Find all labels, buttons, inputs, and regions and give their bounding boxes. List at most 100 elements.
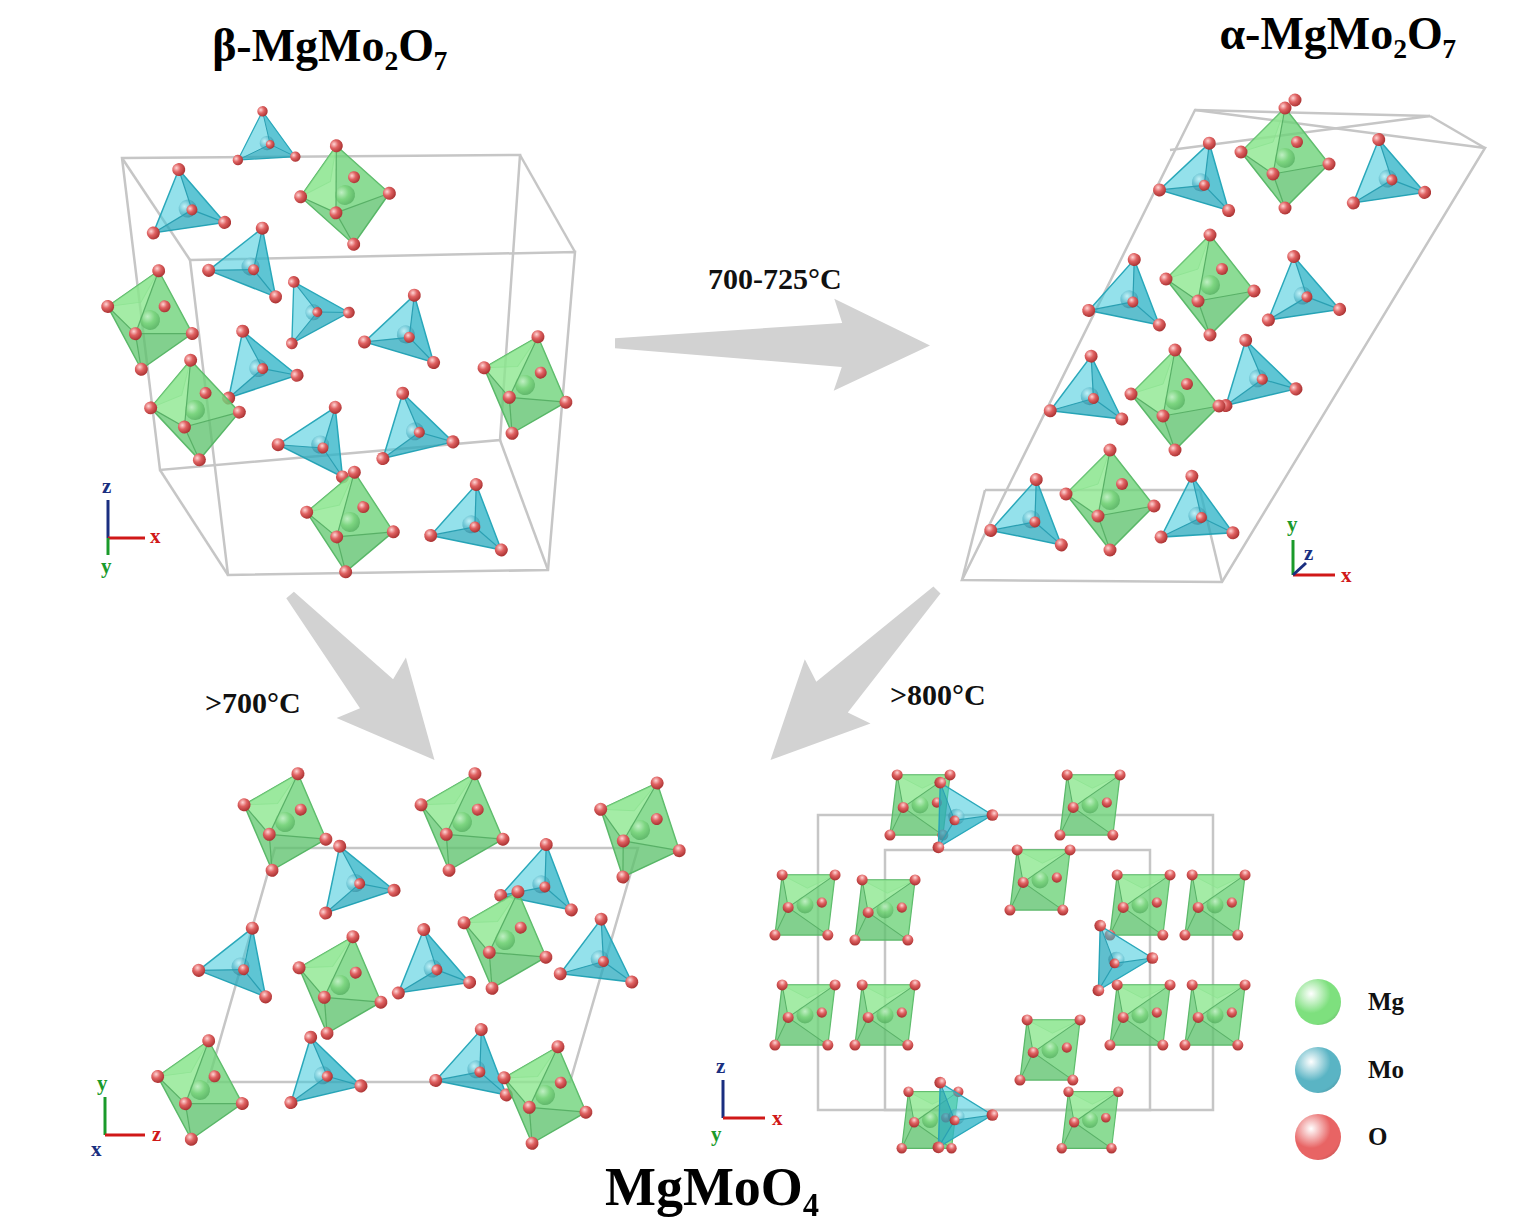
structure-shape xyxy=(295,461,405,582)
legend-swatch xyxy=(1295,1047,1341,1093)
transition-arrow xyxy=(771,587,941,761)
structure-shape xyxy=(140,1026,259,1155)
structure-shape xyxy=(1151,126,1252,219)
phase-title: MgMoO₄ xyxy=(605,1156,819,1218)
axis-label: y xyxy=(97,1073,108,1094)
structure-shape xyxy=(1251,243,1347,330)
temperature-label: >700°C xyxy=(205,686,301,721)
structure-panel: MgMoO₄ xyxy=(150,760,1270,1228)
structure-shape xyxy=(200,208,305,306)
structure-shape xyxy=(933,777,999,854)
structure-shape xyxy=(976,816,1105,945)
structure-shape xyxy=(1043,346,1134,426)
structure-shape xyxy=(462,317,589,452)
structure-shape xyxy=(298,826,403,924)
structure-shape xyxy=(190,908,295,1006)
legend-label: Mg xyxy=(1368,989,1404,1014)
structure-shape xyxy=(553,909,644,989)
structure-shape xyxy=(741,951,870,1080)
structure-shape xyxy=(1081,246,1177,333)
mgmoo4-structure-a xyxy=(140,754,706,1162)
beta-structure xyxy=(90,103,588,583)
structure-shape xyxy=(962,490,985,580)
structure-shape xyxy=(573,760,707,901)
mgmoo4-structure-b xyxy=(741,741,1280,1181)
structure-shape xyxy=(722,1080,725,1118)
structure-shape xyxy=(285,131,404,260)
transition-arrow xyxy=(286,592,434,760)
axis-label: z xyxy=(102,476,111,497)
structure-shape xyxy=(1293,563,1306,575)
legend-label: Mo xyxy=(1368,1057,1404,1082)
structure-shape xyxy=(423,471,519,558)
structure-shape xyxy=(821,951,950,1080)
structure-shape xyxy=(1292,540,1295,575)
structure-shape xyxy=(222,754,349,889)
structure-shape xyxy=(136,156,232,243)
oxygen-atom xyxy=(1289,94,1302,107)
transition-arrow xyxy=(615,299,930,391)
structure-shape xyxy=(140,349,250,470)
axis-label: z xyxy=(1304,543,1313,564)
structure-shape xyxy=(160,470,228,575)
structure-shape xyxy=(741,841,870,970)
structure-shape xyxy=(1293,574,1335,577)
structure-shape xyxy=(1336,126,1432,213)
axis-label: x xyxy=(150,526,161,547)
structure-shape xyxy=(1060,444,1161,557)
structure-panel: α-MgMo₂O₇ xyxy=(930,5,1510,590)
alpha-unit-cell xyxy=(962,110,1485,582)
structure-shape xyxy=(1160,229,1261,342)
structure-shape xyxy=(268,1020,369,1113)
structure-shape xyxy=(1195,110,1430,116)
structure-shape xyxy=(356,278,457,371)
structure-shape xyxy=(520,155,575,252)
structure-shape xyxy=(1149,466,1240,546)
axis-triads xyxy=(105,500,1335,1135)
structure-shape xyxy=(228,103,301,167)
alpha-structure xyxy=(983,94,1432,557)
structure-shape xyxy=(399,754,526,889)
axis-label: y xyxy=(711,1124,722,1145)
structure-shape xyxy=(104,1097,107,1135)
structure-shape xyxy=(1125,344,1226,457)
structure-shape xyxy=(108,537,145,540)
structure-shape xyxy=(933,1077,999,1154)
axis-label: y xyxy=(1287,514,1298,535)
structure-shape xyxy=(107,538,110,555)
axis-label: y xyxy=(101,556,112,577)
structure-shape xyxy=(258,258,357,353)
mgmoo4-cell-b xyxy=(818,815,1213,1110)
structure-shape xyxy=(482,1027,609,1162)
structure-shape xyxy=(1235,102,1336,215)
structure-panel: β-MgMo₂O₇ xyxy=(85,15,615,595)
axis-label: z xyxy=(152,1124,161,1145)
structure-shape xyxy=(962,110,1485,582)
structure-shape xyxy=(360,376,461,469)
axis-label: x xyxy=(1341,565,1352,586)
phase-title: β-MgMo₂O₇ xyxy=(212,20,448,73)
structure-shape xyxy=(1029,1059,1150,1180)
structure-shape xyxy=(105,1134,145,1137)
temperature-label: >800°C xyxy=(890,678,986,713)
structure-shape xyxy=(983,466,1079,553)
legend-swatch xyxy=(1295,979,1341,1025)
phase-title: α-MgMo₂O₇ xyxy=(1219,8,1456,61)
structure-shape xyxy=(277,917,404,1052)
legend-swatch xyxy=(1295,1114,1341,1160)
axis-label: z xyxy=(716,1056,725,1077)
axis-label: x xyxy=(91,1139,102,1160)
structure-shape xyxy=(442,872,569,1007)
structure-shape xyxy=(723,1117,765,1120)
structure-shape xyxy=(821,846,950,975)
structure-shape xyxy=(1151,951,1280,1080)
temperature-label: 700-725°C xyxy=(708,262,842,297)
structure-shape xyxy=(1151,841,1280,970)
structure-shape xyxy=(818,815,1213,1110)
legend-label: O xyxy=(1368,1124,1387,1149)
structure-shape xyxy=(107,500,110,538)
structure-shape xyxy=(1076,951,1205,1080)
